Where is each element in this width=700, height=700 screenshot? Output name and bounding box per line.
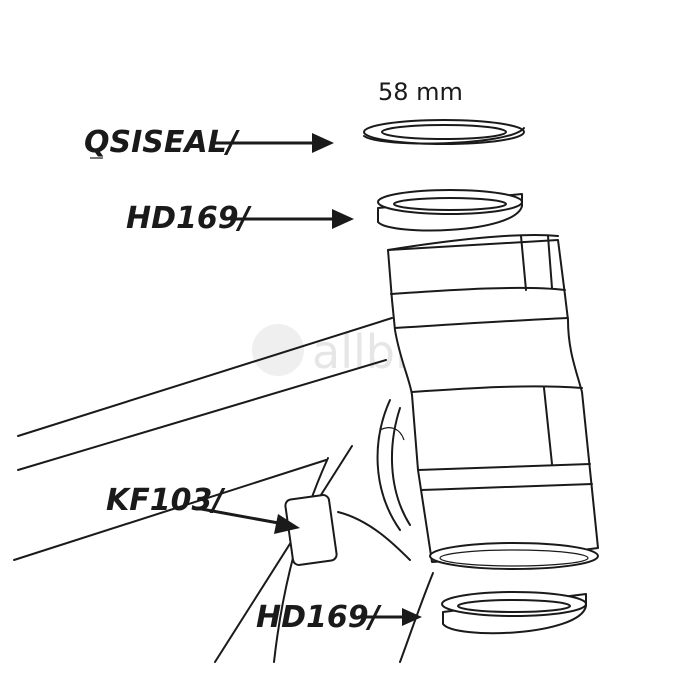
bottom-bearing-inner (457, 599, 571, 613)
head-tube-seam-mid (543, 387, 553, 465)
top-bearing-inner (393, 197, 507, 211)
gusset-inner (390, 407, 411, 526)
head-tube-bottom-inner (439, 549, 589, 567)
arrow-cable-guide (195, 506, 285, 526)
top-seal-outer (363, 119, 525, 145)
down-tube-left (13, 459, 327, 561)
top-tube-lower (17, 359, 387, 471)
top-seal-inner (381, 124, 507, 140)
down-tube-curve (214, 445, 353, 663)
head-tube-seam-left (520, 235, 527, 291)
gusset-detail (379, 427, 405, 441)
arrow-cable-guide-head (274, 514, 300, 534)
dimension-label: 58 mm (378, 78, 463, 106)
head-tube-seam-right (547, 235, 553, 289)
top-seal-part (363, 119, 525, 145)
top-tube-upper (17, 317, 393, 437)
bottom-bearing-part (441, 591, 587, 635)
top-seal-rim (363, 127, 525, 145)
head-tube-ring-4 (417, 463, 591, 471)
head-tube-ring-2 (394, 317, 569, 329)
arrow-top-bearing-head (332, 209, 354, 229)
cable-guide-body (284, 494, 338, 566)
head-tube-ring-1 (390, 286, 566, 295)
watermark-logo-icon (252, 324, 304, 376)
arrow-top-seal-head (312, 133, 334, 153)
down-tube-join (337, 511, 411, 561)
arrow-bottom-bearing-head (402, 608, 422, 626)
cable-guide-part (284, 494, 338, 566)
head-tube-ring-5 (420, 483, 593, 491)
head-tube-ring-3 (411, 385, 583, 393)
label-cable-guide: KF103/ (106, 483, 226, 518)
head-tube-bottom-opening (429, 542, 599, 570)
head-tube (387, 233, 599, 570)
head-tube-top-cap (387, 233, 559, 251)
gusset-left (376, 399, 401, 531)
top-bearing-part (377, 189, 523, 232)
